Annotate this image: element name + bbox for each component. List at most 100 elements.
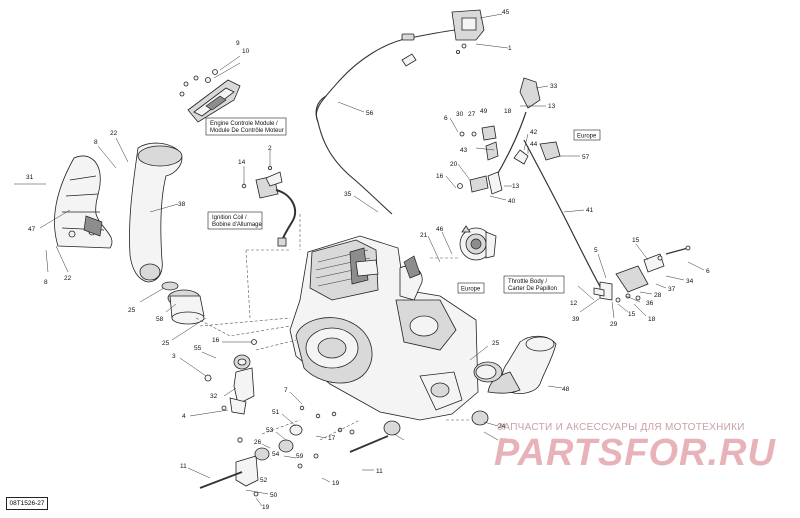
connector-56 — [401, 33, 415, 41]
part-number: 24 — [498, 423, 506, 430]
part-number: 15 — [628, 311, 636, 318]
part-number: 28 — [654, 292, 662, 299]
heat-shield-47 — [54, 155, 113, 249]
ecm-callout-line2: Module De Contrôle Moteur — [210, 128, 284, 134]
part-number: 37 — [668, 286, 676, 293]
part-number: 35 — [344, 191, 352, 198]
part-number: 46 — [436, 226, 444, 233]
engine-mount-right — [331, 410, 489, 453]
part-number: 59 — [500, 438, 508, 445]
part-number: 29 — [610, 321, 618, 328]
ecm-callout-line1: Engine Controle Module / — [210, 121, 278, 127]
harness-plug — [401, 53, 417, 67]
part-number: 16 — [436, 173, 444, 180]
part-number: 26 — [254, 439, 262, 446]
part-number: 19 — [262, 504, 270, 511]
europe-box-2 — [573, 129, 601, 141]
engine-mount-left — [204, 339, 257, 415]
part-number: 11 — [180, 463, 187, 470]
part-number: 25 — [128, 307, 136, 314]
ignition-coil-assembly — [241, 165, 297, 247]
part-number: 10 — [242, 48, 250, 55]
throttle-callout-line2: Carter De Papillon — [508, 286, 557, 292]
part-number: 25 — [492, 340, 500, 347]
part-number: 30 — [456, 111, 464, 118]
throttle-body — [459, 225, 497, 261]
drawing-number: 08T1526-27 — [6, 497, 48, 510]
part-number: 17 — [328, 435, 336, 442]
part-number: 39 — [572, 316, 580, 323]
part-number: 41 — [586, 207, 594, 214]
europe-box-1 — [457, 282, 485, 294]
cable-adjuster-33 — [519, 77, 541, 109]
part-number: 22 — [110, 130, 118, 137]
part-number: 9 — [236, 40, 240, 47]
part-number: 47 — [28, 226, 36, 233]
part-number: 43 — [460, 147, 468, 154]
watermark-brand: PARTSFOR.RU — [494, 432, 776, 474]
part-number-labels: 9 10 2 14 22 8 31 47 38 22 8 25 58 25 16… — [26, 9, 710, 511]
part-number: 36 — [646, 300, 654, 307]
part-number: 18 — [648, 316, 656, 323]
part-number: 50 — [270, 492, 278, 499]
part-number: 19 — [332, 480, 340, 487]
ecm-callout-box — [205, 117, 287, 136]
europe-label-1: Europe — [461, 287, 481, 293]
part-number: 20 — [450, 161, 458, 168]
part-number: 52 — [260, 477, 268, 484]
part-number: 55 — [194, 345, 202, 352]
part-number: 31 — [26, 174, 34, 181]
part-number: 38 — [178, 201, 186, 208]
part-number: 5 — [594, 247, 598, 254]
wire-harness-left — [315, 95, 327, 123]
throttle-callout-box — [503, 275, 565, 294]
part-number: 2 — [268, 145, 272, 152]
part-number: 33 — [550, 83, 558, 90]
ignition-callout-line2: Bobine d'Allumage — [212, 222, 263, 228]
throttle-cable-41 — [523, 139, 603, 291]
part-number: 44 — [530, 141, 538, 148]
part-number: 25 — [162, 340, 170, 347]
part-number: 13 — [512, 183, 520, 190]
part-number: 21 — [420, 232, 428, 239]
intake-duct-38 — [129, 142, 183, 283]
engine-mount-center — [199, 405, 321, 497]
part-number: 53 — [266, 427, 274, 434]
part-number: 6 — [444, 115, 448, 122]
wire-harness-56 — [315, 37, 411, 215]
part-number: 7 — [284, 387, 288, 394]
watermark-tagline: ЗАПЧАСТИ И АКСЕССУАРЫ ДЛЯ МОТОТЕХНИКИ — [497, 422, 745, 433]
part-number: 14 — [238, 159, 246, 166]
ignition-callout-line1: Ignition Coil / — [212, 215, 247, 221]
part-number: 45 — [502, 9, 510, 16]
part-number: 54 — [272, 451, 280, 458]
part-number: 48 — [562, 386, 570, 393]
part-number: 13 — [548, 103, 556, 110]
part-number: 16 — [212, 337, 220, 344]
leader-lines — [14, 13, 705, 507]
part-number: 34 — [686, 278, 694, 285]
part-number: 42 — [530, 129, 538, 136]
part-number: 56 — [366, 110, 374, 117]
throttle-cable-13 — [493, 111, 527, 181]
part-number: 18 — [504, 108, 512, 115]
elbow-58 — [161, 281, 205, 325]
part-number: 8 — [44, 279, 48, 286]
part-number: 59 — [296, 453, 304, 460]
part-number: 57 — [582, 154, 590, 161]
air-duct-48 — [473, 335, 557, 394]
part-number: 1 — [508, 45, 512, 52]
europe-label-2: Europe — [577, 134, 597, 140]
part-number: 32 — [210, 393, 218, 400]
part-number: 40 — [508, 198, 516, 205]
ecm-assembly — [179, 69, 241, 123]
ignition-callout-box — [207, 211, 263, 230]
part-number: 49 — [480, 108, 488, 115]
wire-harness-branch — [409, 29, 456, 39]
part-number: 12 — [570, 300, 578, 307]
part-number: 3 — [172, 353, 176, 360]
part-number: 27 — [468, 111, 476, 118]
part-number: 4 — [182, 413, 186, 420]
part-number: 15 — [632, 237, 640, 244]
